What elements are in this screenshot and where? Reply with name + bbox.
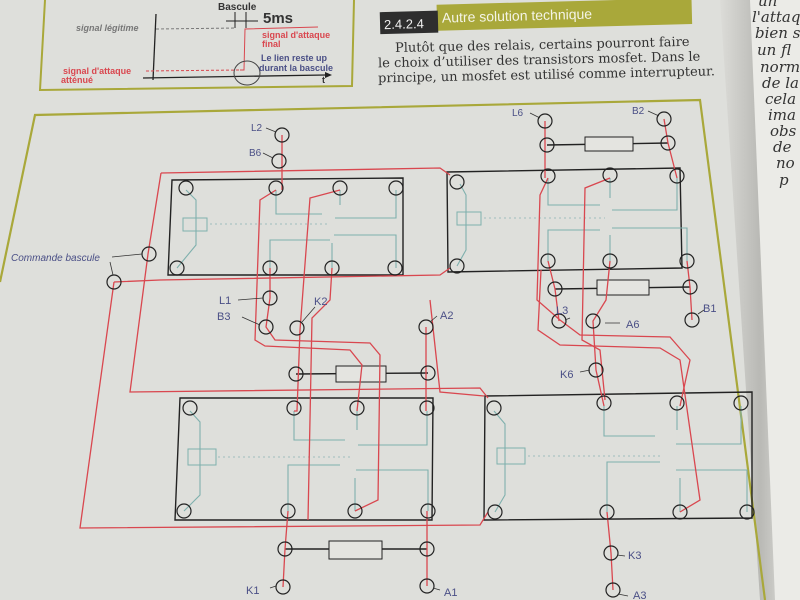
svg-text:signal légitime: signal légitime — [76, 23, 139, 33]
terminal-labels: L2 B6 L6 B2 Commande bascule L1 B3 K2 A2… — [11, 106, 716, 600]
relay-bottom-right — [483, 391, 753, 521]
label-K6: K6 — [560, 369, 573, 381]
label-K1: K1 — [246, 585, 259, 597]
label-B6: B6 — [249, 148, 262, 159]
label-L6: L6 — [512, 108, 524, 119]
right-page-text: un l'attaq bien s un fl norm de la cela … — [752, 0, 800, 189]
svg-text:cela: cela — [765, 90, 796, 108]
label-B3: B3 — [217, 311, 230, 323]
svg-text:p: p — [779, 171, 789, 189]
wiring-diagram — [79, 110, 755, 598]
label-A3: A3 — [633, 590, 646, 600]
label-L1: L1 — [219, 295, 231, 307]
relay-coil — [496, 447, 526, 465]
section-title: Autre solution technique — [442, 6, 593, 26]
final-signal-line — [240, 26, 319, 71]
svg-text:ima: ima — [768, 106, 796, 124]
svg-text:t: t — [322, 75, 325, 85]
relay-coil — [182, 217, 208, 232]
legit-signal-line — [155, 27, 237, 30]
svg-text:le choix d’utiliser des transi: le choix d’utiliser des transistors mosf… — [378, 50, 701, 72]
relay-top-right — [446, 167, 683, 273]
svg-text:de la: de la — [762, 74, 799, 92]
relay-bottom-left — [174, 397, 434, 521]
section-number: 2.4.2.4 — [384, 16, 424, 32]
svg-text:un fl: un fl — [757, 41, 791, 59]
label-A6: A6 — [626, 319, 639, 331]
svg-text:signal d'attaque: signal d'attaque — [63, 66, 131, 76]
y-axis — [152, 13, 157, 81]
svg-text:l'attaq: l'attaq — [752, 8, 800, 26]
resistor — [584, 136, 634, 152]
svg-text:no: no — [776, 154, 795, 172]
section-header: 2.4.2.4 Autre solution technique — [379, 0, 693, 35]
switch-circle — [233, 60, 261, 86]
relay-top-left — [167, 177, 404, 276]
attenuated-line — [145, 69, 241, 72]
svg-text:Plutôt que des relais, certain: Plutôt que des relais, certains pourront… — [395, 35, 690, 56]
resistor — [596, 279, 650, 296]
label-L3: L3 — [556, 305, 568, 317]
label-A2: A2 — [440, 310, 453, 322]
svg-text:principe, un mosfet est utilis: principe, un mosfet est utilisé comme in… — [378, 64, 715, 86]
relay-coil — [187, 448, 217, 466]
svg-text:durant la bascule: durant la bascule — [259, 63, 333, 73]
svg-text:signal d'attaque: signal d'attaque — [262, 30, 330, 40]
svg-text:bien s: bien s — [755, 24, 800, 42]
inset-timing-chart: Bascule 5ms signal légitime signal d'att… — [38, 0, 355, 92]
label-L2: L2 — [251, 123, 263, 134]
svg-text:un: un — [758, 0, 777, 10]
label-A1: A1 — [444, 587, 457, 599]
resistor — [328, 540, 383, 560]
label-K2: K2 — [314, 296, 327, 308]
terminals — [106, 111, 755, 598]
svg-text:5ms: 5ms — [263, 10, 293, 27]
svg-text:atténué: atténué — [61, 75, 93, 85]
inset-border — [38, 0, 355, 92]
svg-text:de: de — [773, 138, 792, 156]
x-axis — [142, 74, 326, 79]
svg-text:final: final — [262, 39, 281, 49]
section-paragraph: Plutôt que des relais, certains pourront… — [378, 35, 715, 87]
label-B2: B2 — [632, 106, 645, 117]
label-commande-bascule: Commande bascule — [11, 253, 100, 264]
label-B1: B1 — [703, 303, 716, 315]
diagram-border — [0, 98, 767, 600]
svg-text:Le lien reste up: Le lien reste up — [261, 53, 328, 63]
right-page — [750, 0, 800, 600]
svg-text:obs: obs — [770, 122, 797, 140]
relay-coil — [456, 211, 482, 226]
label-K3: K3 — [628, 550, 641, 562]
bascule-label: Bascule — [218, 2, 257, 13]
svg-text:norm: norm — [760, 58, 800, 76]
